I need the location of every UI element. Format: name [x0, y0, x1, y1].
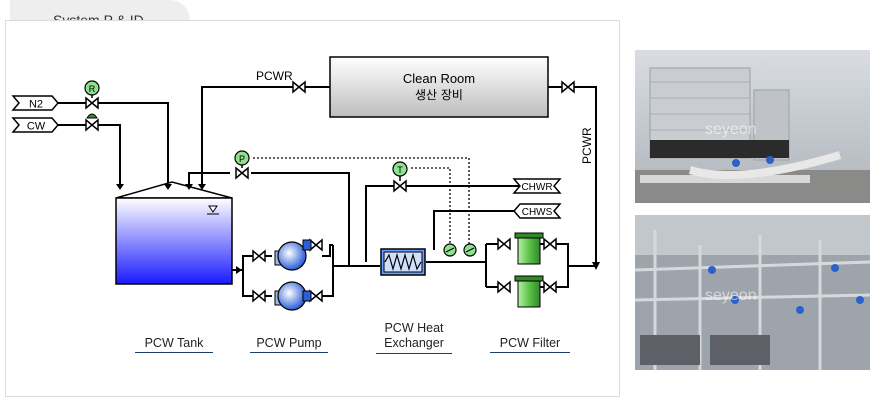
pump2-pipe	[242, 266, 334, 297]
piping-room-photo: seyeon	[634, 215, 870, 370]
instrument-p: P	[234, 150, 250, 168]
pump2-discharge-valve	[309, 289, 323, 303]
bypass-valve	[235, 166, 249, 180]
cw-valve-actuator	[86, 113, 98, 119]
pcw-filter-2	[514, 275, 544, 308]
n2-valve	[85, 96, 99, 110]
chws-label: CHWS	[522, 207, 553, 218]
caption-underline	[250, 352, 328, 353]
caption-pcw-filter: PCW Filter	[490, 336, 570, 353]
pcwr-return-pipe	[201, 86, 330, 186]
cw-valve	[85, 118, 99, 132]
filter-out-manifold	[540, 243, 596, 288]
t-valve	[393, 179, 407, 193]
pcw-tank	[115, 181, 233, 285]
pcwr-side-label: PCWR	[580, 127, 594, 164]
caption-pcw-pump-text: PCW Pump	[256, 336, 322, 350]
piping	[58, 86, 597, 297]
instrument-r-label: R	[89, 84, 96, 94]
caption-hx-line1: PCW Heat	[384, 321, 444, 335]
control-valve-1	[443, 243, 457, 257]
cw-pipe	[58, 124, 121, 186]
caption-pcw-pump: PCW Pump	[250, 336, 328, 353]
clean-room-label: Clean Room	[403, 71, 475, 86]
instrument-t-label: T	[397, 165, 403, 175]
filter1-in-valve	[497, 237, 511, 251]
n2-pipe	[58, 102, 169, 186]
n2-input-arrow: N2	[11, 95, 59, 111]
pump1-discharge-valve	[309, 238, 323, 252]
filter-in-manifold	[485, 243, 498, 288]
p-signal	[253, 157, 470, 245]
pcw-pump-2	[274, 281, 312, 311]
signal-lines	[253, 157, 470, 245]
caption-hx-line2: Exchanger	[384, 336, 444, 350]
clean-room-out-valve	[561, 80, 575, 94]
chws-pipe	[433, 210, 520, 250]
caption-underline	[376, 353, 452, 354]
caption-pcw-filter-text: PCW Filter	[499, 336, 561, 350]
n2-label: N2	[29, 99, 43, 111]
bypass-pipe	[188, 172, 350, 266]
t-signal	[411, 167, 451, 245]
instrument-t: T	[392, 161, 408, 181]
caption-underline	[135, 352, 213, 353]
pcw-filter-1	[514, 232, 544, 265]
filter2-out-valve	[543, 280, 557, 294]
control-valve-2	[463, 243, 477, 257]
pcw-pump-1	[274, 239, 312, 271]
caption-underline	[490, 352, 570, 353]
heat-exchanger	[380, 248, 426, 276]
pump2-suction-valve	[252, 289, 266, 303]
filter1-out-valve	[543, 237, 557, 251]
filter2-in-valve	[497, 280, 511, 294]
pcwr-valve	[292, 80, 306, 94]
valves	[85, 80, 575, 303]
chwr-label: CHWR	[521, 182, 552, 193]
flow-arrows	[116, 184, 600, 274]
clean-room-box: Clean Room 생산 장비	[329, 56, 549, 118]
instrument-r: R	[84, 80, 100, 98]
tank-level-icon	[208, 205, 218, 213]
caption-pcw-tank: PCW Tank	[135, 336, 213, 353]
instrument-p-label: P	[239, 154, 245, 164]
chwr-pipe	[365, 185, 520, 262]
cw-label: CW	[27, 121, 46, 133]
clean-room-sublabel: 생산 장비	[415, 88, 463, 102]
photo2-watermark: seyeon	[705, 287, 757, 304]
photo1-watermark: seyeon	[705, 121, 757, 138]
pcwr-top-label: PCWR	[256, 69, 293, 83]
caption-pcw-tank-text: PCW Tank	[144, 336, 204, 350]
chwr-arrow: CHWR	[512, 178, 562, 194]
chws-arrow: CHWS	[513, 203, 562, 219]
cooling-tower-photo: seyeon	[635, 50, 870, 203]
cw-input-arrow: CW	[11, 117, 59, 133]
pump-discharge	[332, 245, 380, 267]
pump1-suction-valve	[252, 249, 266, 263]
